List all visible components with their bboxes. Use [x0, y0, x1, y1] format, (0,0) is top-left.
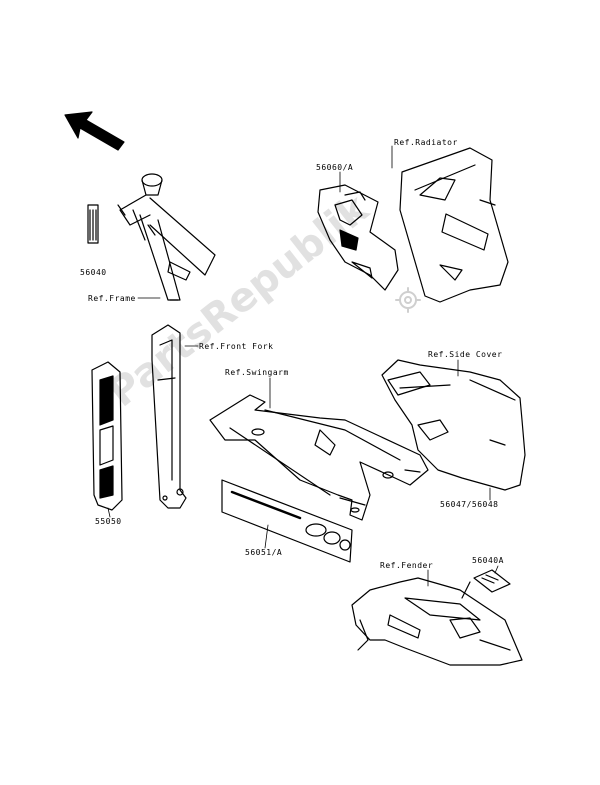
label-part-56040: 56040 — [80, 268, 107, 277]
arrow-up-left-icon — [64, 111, 125, 151]
label-part-56051a: 56051/A — [245, 548, 283, 557]
gear-icon — [395, 287, 421, 313]
label-ref-swingarm: Ref.Swingarm — [225, 368, 289, 377]
frame-drawing — [117, 173, 216, 301]
decal-56040a-drawing — [473, 569, 511, 593]
label-part-56047-56048: 56047/56048 — [440, 500, 499, 509]
radiator-shroud-left-drawing — [317, 184, 399, 291]
sticker-56040-drawing — [87, 204, 99, 244]
label-ref-side-cover: Ref.Side Cover — [428, 350, 503, 359]
label-part-55050: 55050 — [95, 517, 122, 526]
side-cover-drawing — [381, 359, 526, 491]
leader-lines — [107, 145, 499, 587]
label-ref-front-fork: Ref.Front Fork — [199, 342, 274, 351]
label-ref-frame: Ref.Frame — [88, 294, 136, 303]
radiator-shroud-right-drawing — [399, 147, 509, 303]
label-part-56040a: 56040A — [472, 556, 504, 565]
label-ref-radiator: Ref.Radiator — [394, 138, 458, 147]
decal-55050-drawing — [91, 361, 123, 511]
label-ref-fender: Ref.Fender — [380, 561, 434, 570]
rear-fender-drawing — [351, 577, 523, 666]
label-part-56060a: 56060/A — [316, 163, 354, 172]
swingarm-drawing — [209, 394, 429, 521]
decal-56051a-drawing — [221, 479, 353, 563]
front-fork-guard-drawing — [151, 324, 187, 509]
